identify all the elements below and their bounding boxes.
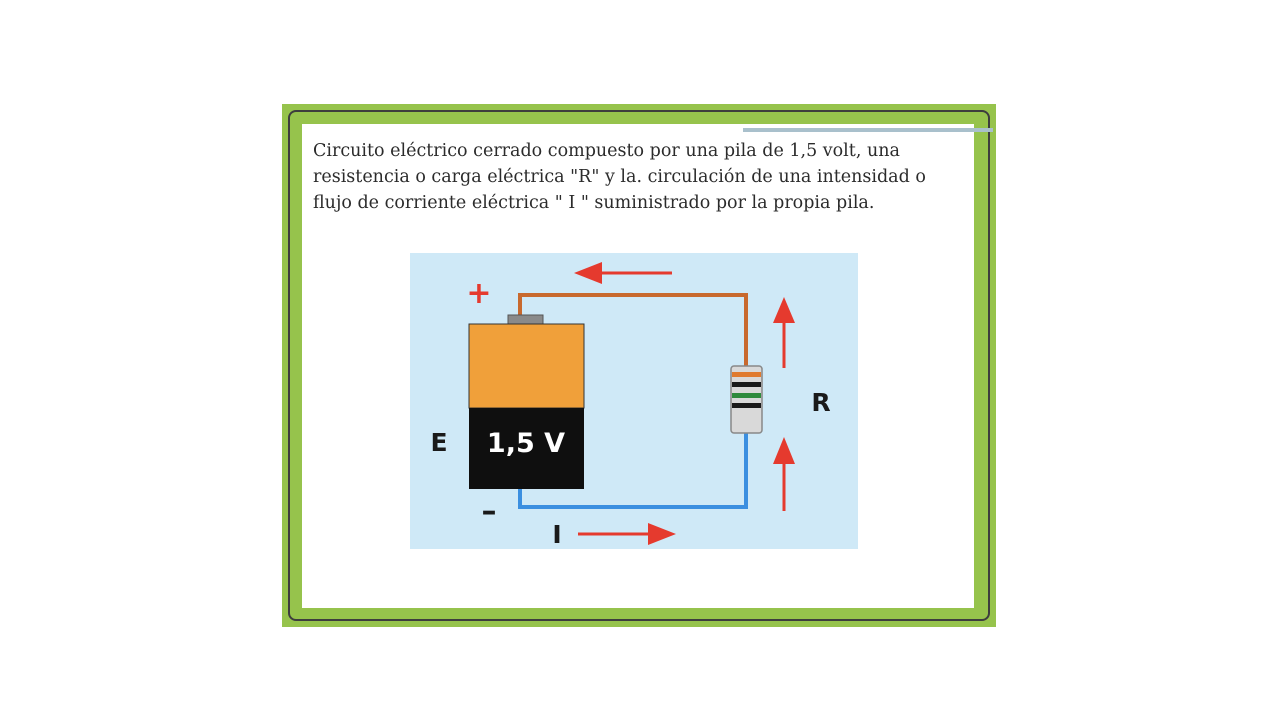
resistor-band-2 xyxy=(732,382,761,387)
negative-wire xyxy=(518,433,748,509)
negative-sign: – xyxy=(482,494,497,529)
battery-voltage-label: 1,5 V xyxy=(487,428,565,459)
panel-top-strip xyxy=(743,128,993,132)
resistor-band-1 xyxy=(732,372,761,377)
right-lower-current-arrow xyxy=(773,437,795,511)
circuit-caption: Circuito eléctrico cerrado compuesto por… xyxy=(313,141,926,213)
emf-label: E xyxy=(430,428,447,457)
positive-wire xyxy=(518,293,748,366)
current-label: I xyxy=(552,520,561,549)
battery-bottom xyxy=(469,408,584,489)
resistor-label: R xyxy=(811,388,830,417)
resistor-band-4 xyxy=(732,403,761,408)
circuit-diagram-svg: 1,5 V + – E R I xyxy=(410,253,858,549)
resistor xyxy=(730,365,763,434)
bottom-current-arrow xyxy=(578,523,676,545)
battery: 1,5 V xyxy=(468,314,585,489)
positive-sign: + xyxy=(466,276,491,311)
circuit-diagram: 1,5 V + – E R I xyxy=(410,253,858,549)
battery-top xyxy=(468,323,585,409)
resistor-band-3 xyxy=(732,393,761,398)
top-current-arrow xyxy=(574,262,672,284)
right-upper-current-arrow xyxy=(773,297,795,368)
battery-terminal xyxy=(507,314,544,325)
